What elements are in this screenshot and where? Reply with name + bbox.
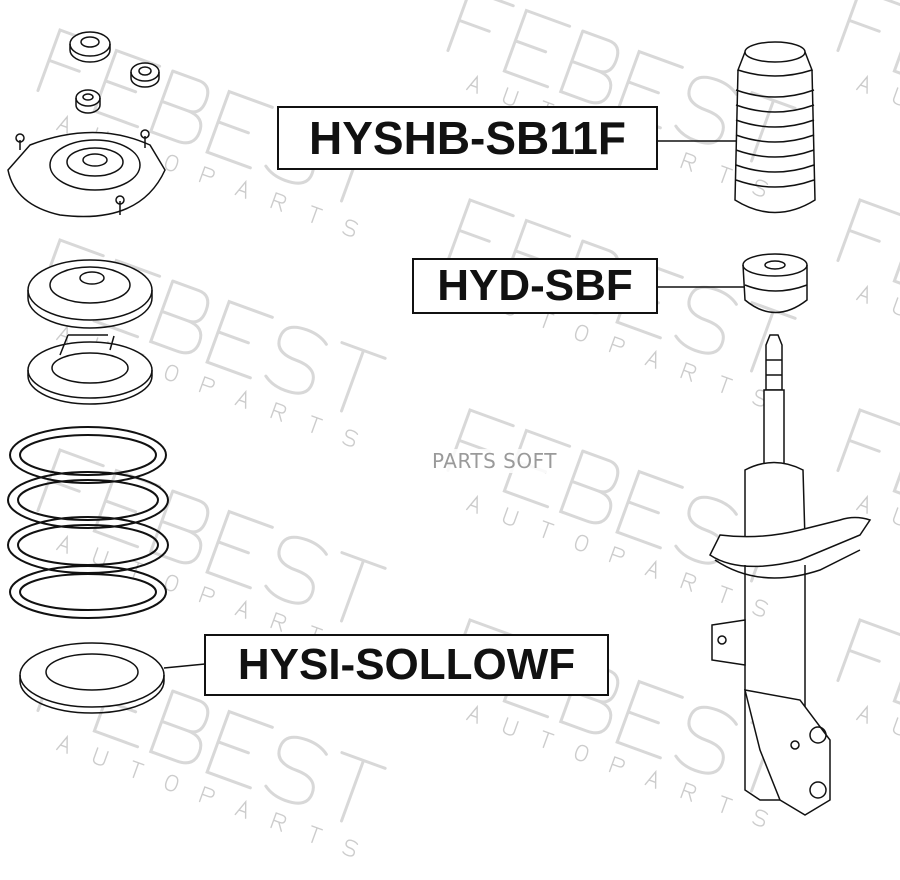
part-label-hyd-sbf: HYD-SBF xyxy=(412,258,658,314)
lower-spring-seat-icon xyxy=(19,642,206,714)
nut-icon xyxy=(130,62,160,88)
febest-watermark xyxy=(838,0,900,169)
bearing-icon xyxy=(27,259,153,329)
auto-parts-watermark xyxy=(467,495,768,617)
upper-spring-seat-icon xyxy=(27,334,153,405)
auto-parts-watermark xyxy=(467,705,768,827)
coil-spring-icon xyxy=(7,426,169,619)
shock-absorber-icon xyxy=(709,334,872,816)
auto-parts-watermark xyxy=(857,495,900,617)
nut-icon xyxy=(75,89,101,114)
strut-mount-icon xyxy=(7,129,166,218)
febest-watermark xyxy=(838,620,900,799)
bump-stop-icon xyxy=(658,253,808,314)
parts-soft-watermark: PARTS SOFT xyxy=(432,449,557,473)
auto-parts-watermark xyxy=(857,705,900,827)
auto-parts-watermark xyxy=(857,75,900,197)
washer-icon xyxy=(69,31,111,63)
part-label-hysi-sollowf: HYSI-SOLLOWF xyxy=(204,634,609,696)
auto-parts-watermark xyxy=(57,735,358,857)
auto-parts-watermark xyxy=(857,285,900,407)
dust-boot-icon xyxy=(658,41,816,214)
febest-watermark xyxy=(838,410,900,589)
part-label-hyshb-sb11f: HYSHB-SB11F xyxy=(277,106,658,170)
febest-watermark xyxy=(838,200,900,379)
